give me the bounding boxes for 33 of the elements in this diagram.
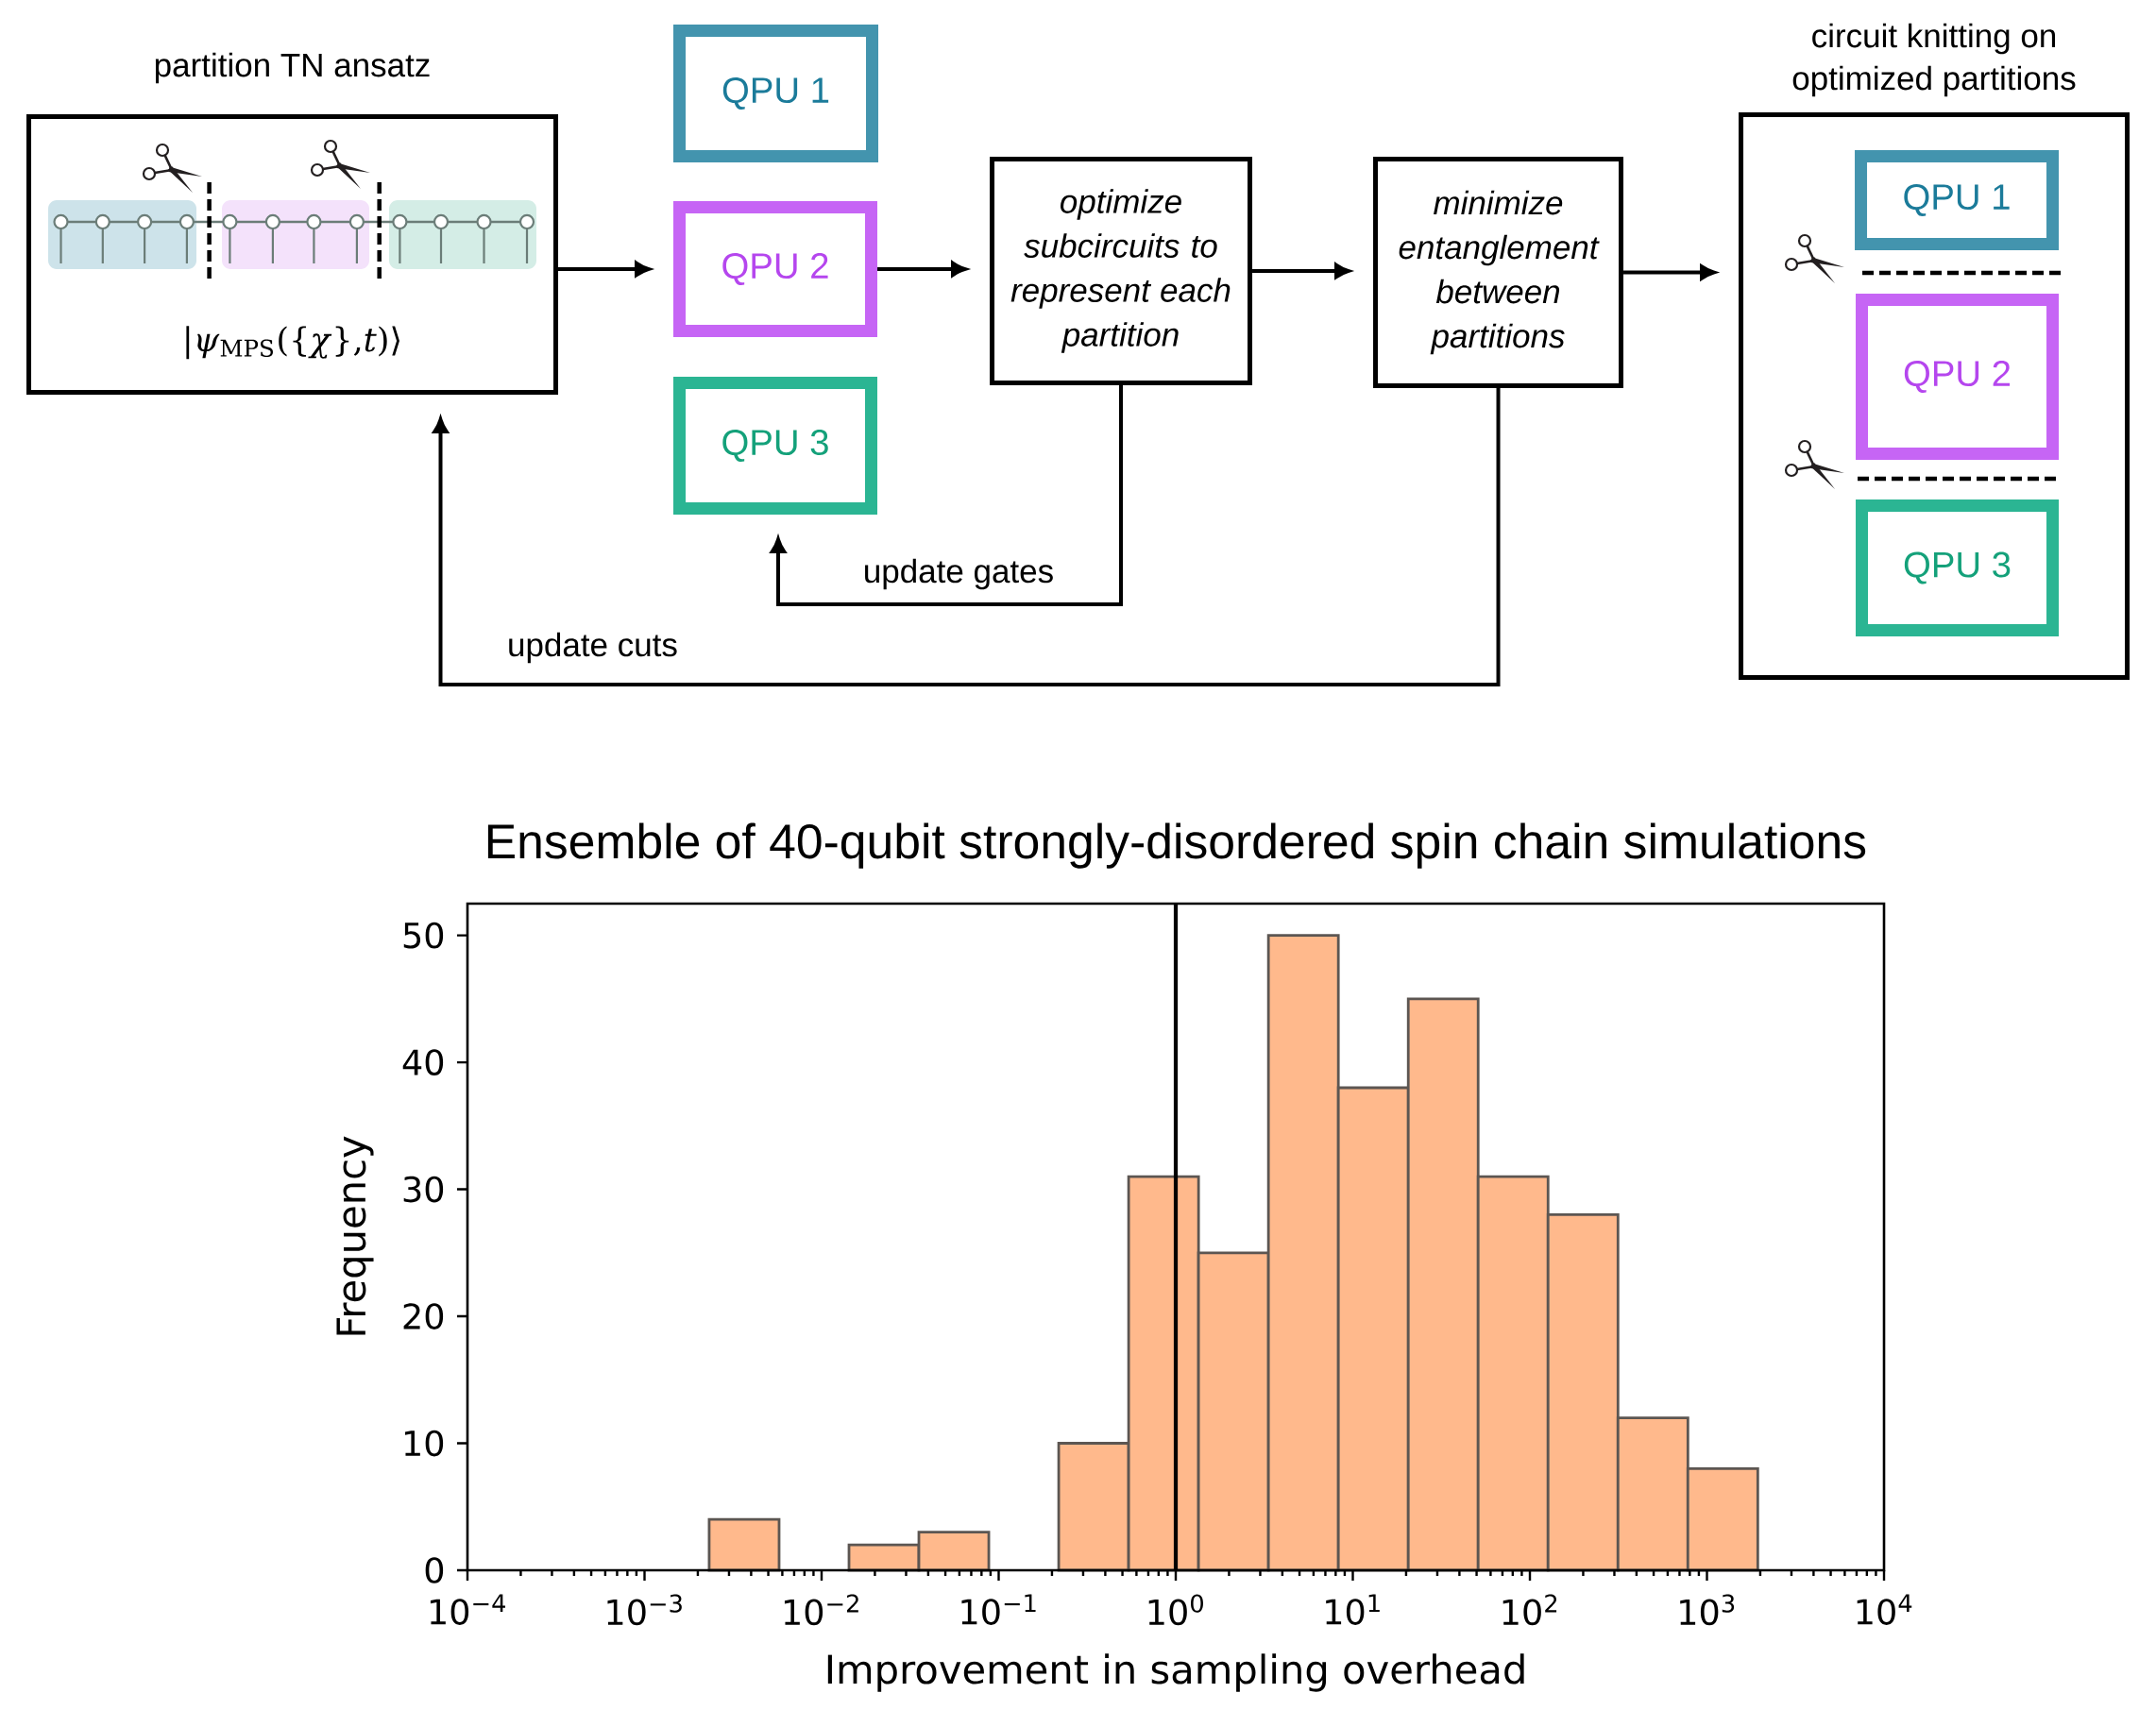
y-tick-label: 30 [403, 1176, 444, 1203]
box-heading: partition TN ansatz [155, 52, 430, 84]
x-tick-label: 10$^{2}$ [1502, 1594, 1557, 1626]
edge-label: update cuts [509, 632, 677, 664]
qpu-box: QPU 3 [1856, 499, 2060, 636]
process-box: optimize subcircuits to represent each partition [990, 157, 1252, 385]
formula: |ψ$_{MPS}$({χ},t)⟩ [186, 326, 399, 360]
y-axis-title: Frequency [336, 1136, 374, 1335]
x-tick-label: 10$^{4}$ [1857, 1594, 1912, 1625]
x-axis-title: Improvement in sampling overhead [827, 1653, 1524, 1692]
qpu-box: QPU 2 [1856, 294, 2060, 460]
x-tick-label: 10$^{−3}$ [607, 1594, 682, 1626]
arrow [771, 385, 1123, 606]
x-tick-label: 10$^{−4}$ [430, 1594, 505, 1625]
chart-title: Ensemble of 40-qubit strongly-disordered spin chain simulations [487, 822, 1866, 869]
qpu-box: QPU 1 [673, 24, 878, 162]
y-tick-label: 50 [403, 922, 444, 949]
qpu-box: QPU 1 [1855, 150, 2060, 250]
edge-label: update gates [865, 558, 1053, 590]
process-box: minimize entanglement between partitions [1373, 157, 1623, 388]
arrow [433, 388, 1501, 686]
y-tick-label: 0 [425, 1557, 444, 1583]
box-heading: circuit knitting on optimized partitions [1792, 23, 2076, 97]
x-tick-label: 10$^{1}$ [1326, 1594, 1380, 1625]
y-tick-label: 40 [402, 1049, 444, 1075]
y-tick-label: 20 [403, 1303, 444, 1329]
x-tick-label: 10$^{−2}$ [784, 1594, 858, 1626]
x-tick-label: 10$^{−1}$ [961, 1594, 1036, 1625]
qpu-box: QPU 2 [673, 201, 877, 337]
y-tick-label: 10 [404, 1430, 444, 1457]
qpu-box: QPU 3 [673, 377, 877, 515]
x-tick-label: 10$^{3}$ [1680, 1594, 1735, 1626]
x-tick-label: 10$^{0}$ [1148, 1594, 1203, 1626]
